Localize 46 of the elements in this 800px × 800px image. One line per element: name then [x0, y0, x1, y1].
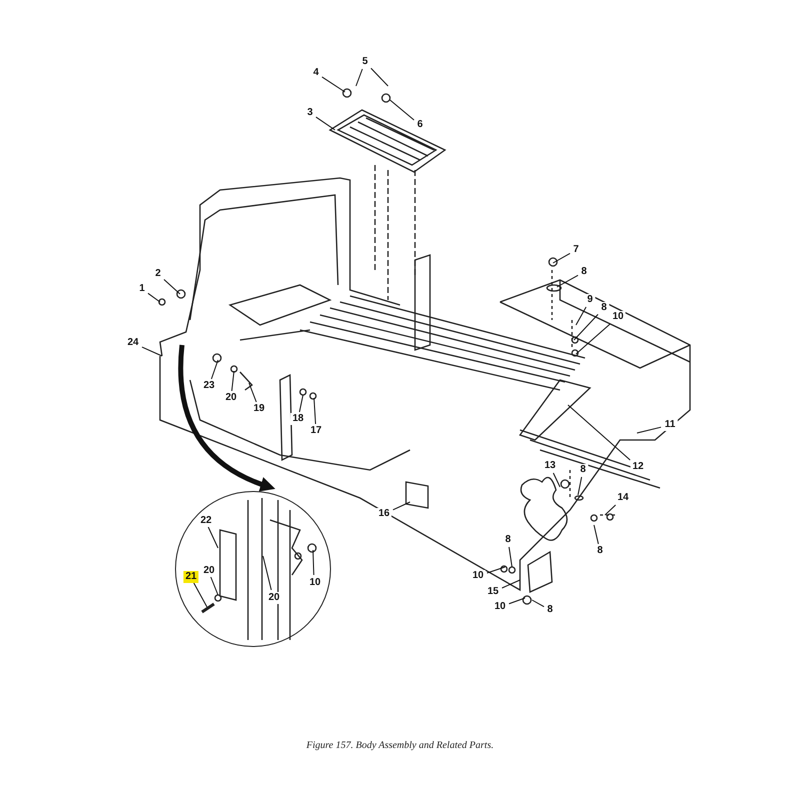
leader-line — [576, 324, 611, 354]
leader-line — [574, 314, 598, 340]
leader-line — [231, 370, 234, 392]
leader-line — [568, 404, 631, 460]
leader-line — [210, 360, 218, 380]
leader-line — [262, 556, 272, 590]
leader-line — [552, 252, 570, 264]
callout-number: 16 — [376, 508, 392, 520]
leader-line — [508, 546, 512, 568]
leader-line — [193, 582, 208, 608]
leader-line — [556, 274, 578, 288]
leader-line — [486, 566, 506, 574]
leader-line — [576, 306, 587, 326]
leader-line — [508, 598, 526, 604]
leader-line — [312, 550, 314, 576]
callout-number: 18 — [290, 413, 306, 425]
leader-line — [594, 524, 599, 544]
leader-line — [248, 382, 257, 402]
leader-line — [322, 76, 346, 92]
detail-arrow — [178, 344, 276, 492]
callout-number: 21 — [183, 571, 199, 583]
callout-number: 11 — [662, 419, 678, 431]
leader-line — [164, 278, 180, 294]
leader-line — [502, 580, 520, 588]
leader-line — [392, 502, 410, 510]
leader-line — [298, 394, 304, 412]
leader-line — [142, 346, 162, 356]
detail-inset-circle — [175, 491, 331, 647]
leader-line — [370, 68, 388, 86]
leader-line — [210, 576, 218, 596]
leader-line — [532, 600, 544, 608]
callout-number: 12 — [630, 461, 646, 473]
callout-number: 20 — [201, 565, 217, 577]
callout-number: 20 — [266, 592, 282, 604]
leader-line — [316, 116, 336, 130]
leader-line — [604, 504, 616, 516]
leader-line — [148, 292, 160, 302]
leader-line — [390, 100, 414, 120]
callout-number: 22 — [198, 515, 214, 527]
leader-line — [578, 476, 582, 496]
leader-line — [356, 68, 363, 86]
leader-line — [314, 398, 316, 424]
figure-caption: Figure 157. Body Assembly and Related Parts. — [306, 740, 494, 751]
leader-line — [552, 472, 560, 488]
leader-line — [636, 426, 662, 434]
leader-line — [208, 526, 218, 548]
